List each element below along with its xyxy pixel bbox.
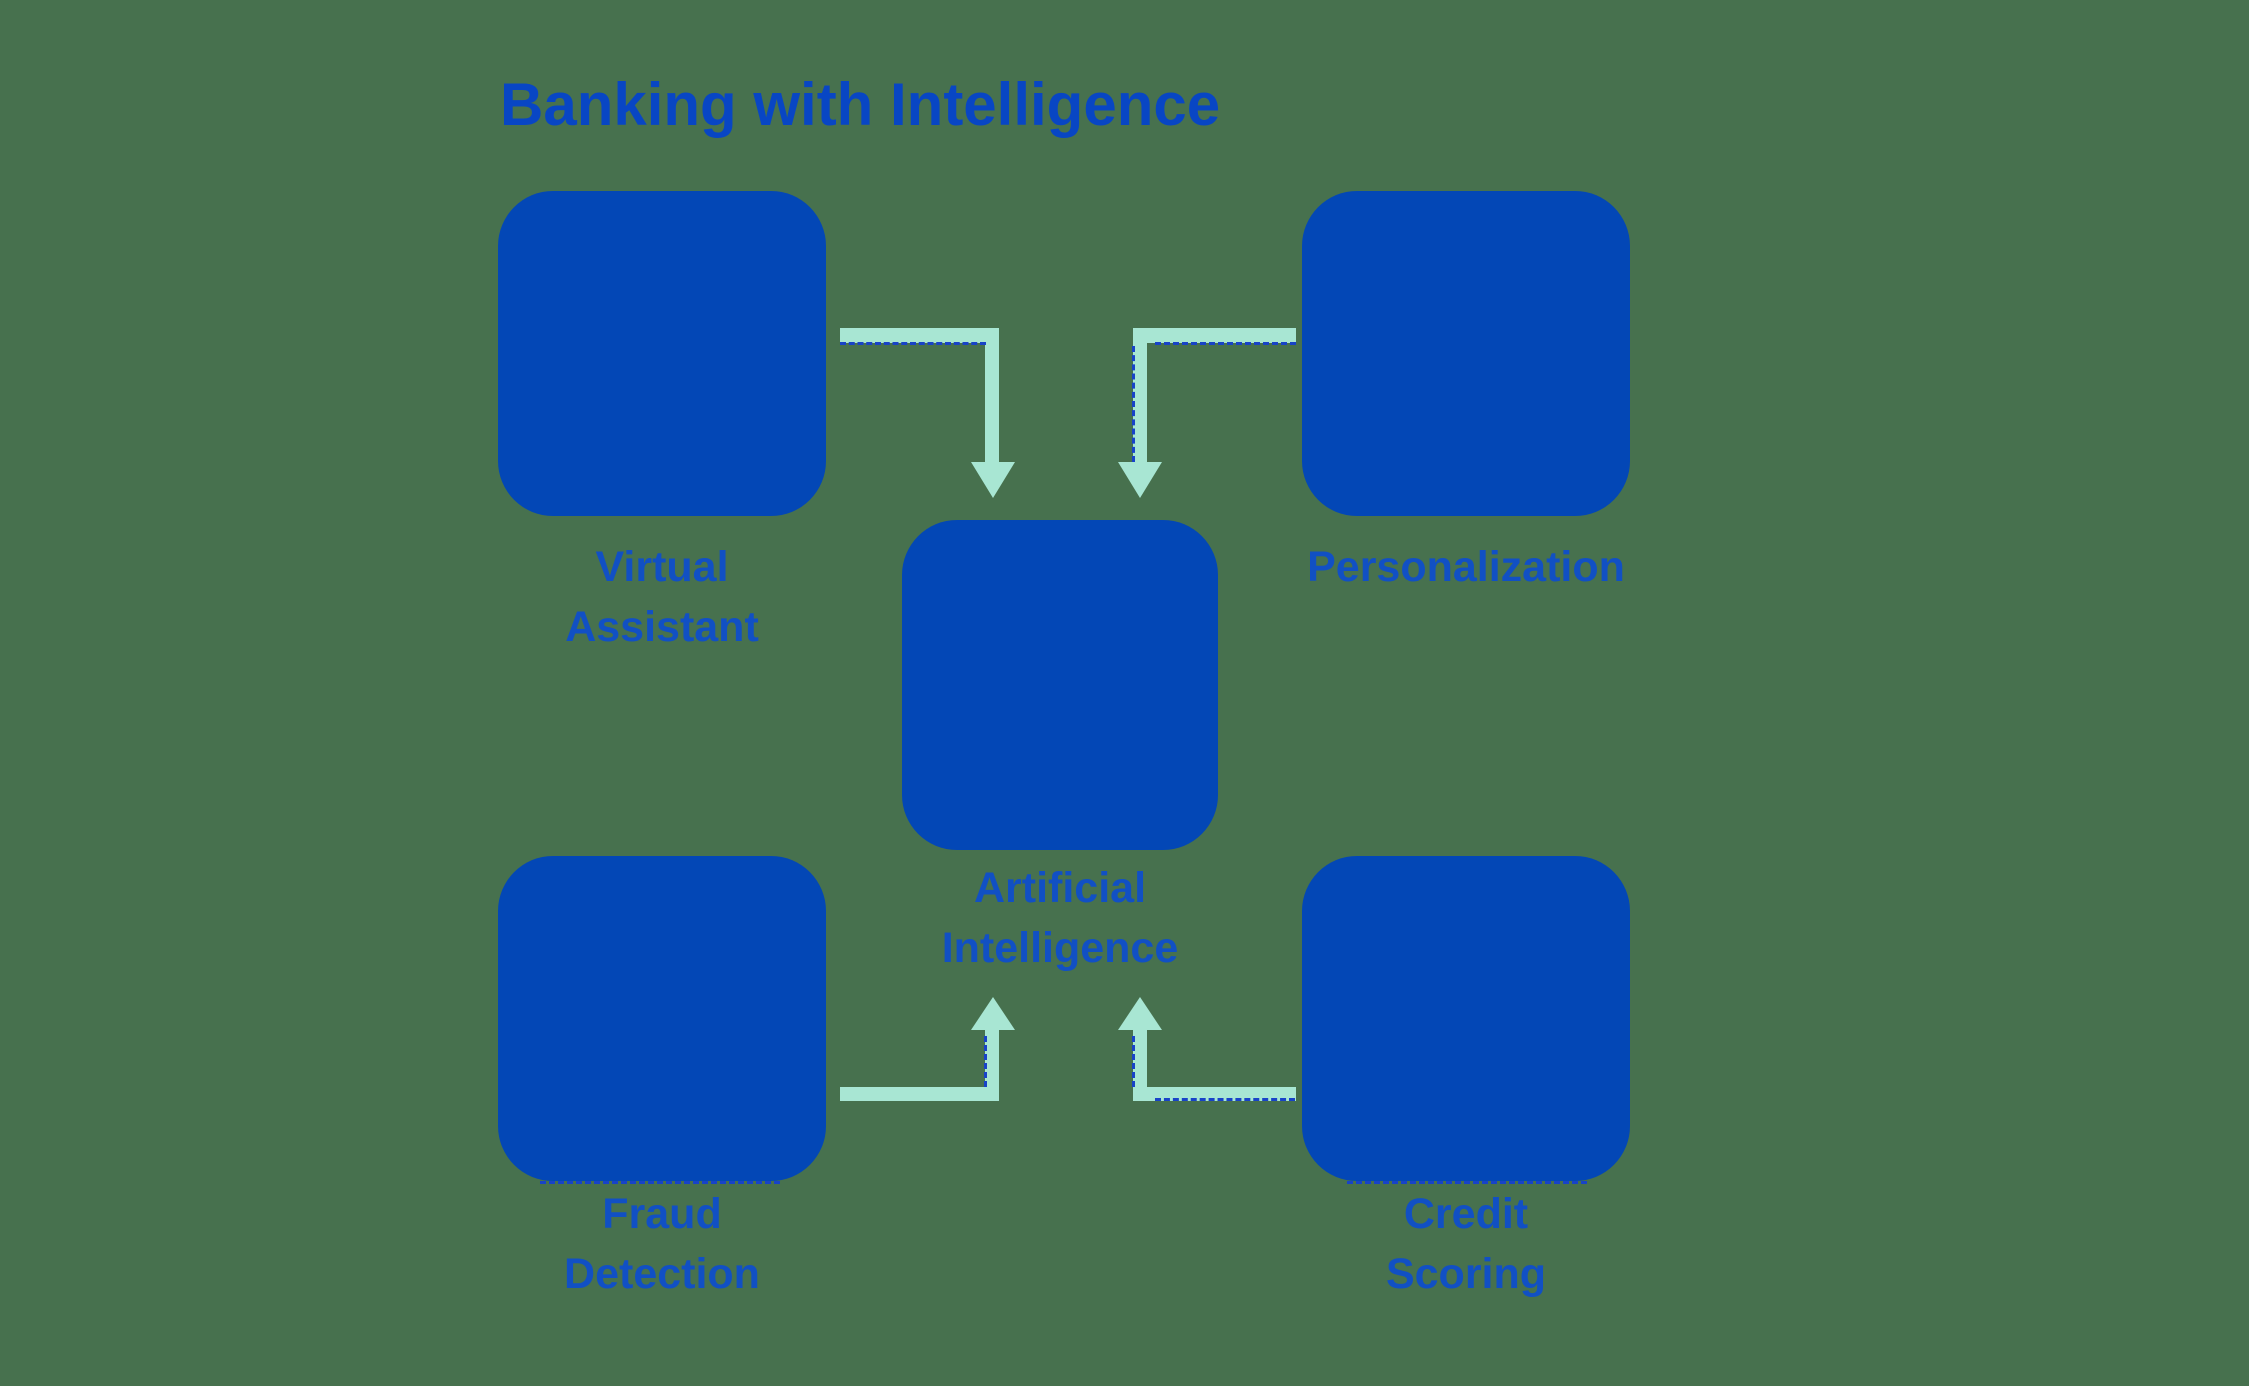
label-credit-scoring: Credit Scoring	[1385, 1190, 1547, 1298]
arrow-horizontal-segment	[840, 1087, 999, 1101]
dashed-underline-credit-scoring	[1347, 1181, 1587, 1184]
arrow-horizontal-segment	[1133, 328, 1296, 343]
node-artificial-intelligence	[902, 520, 1218, 850]
node-credit-scoring	[1302, 856, 1630, 1181]
arrow-horizontal-segment	[1133, 1087, 1296, 1101]
arrow-vertical-segment	[985, 328, 999, 462]
dashed-accent-line	[1155, 1098, 1295, 1101]
up-arrowhead	[971, 997, 1015, 1030]
dashed-accent-line	[840, 342, 986, 345]
up-arrowhead	[1118, 997, 1162, 1030]
node-virtual-assistant	[498, 191, 826, 516]
dashed-accent-line	[1132, 1036, 1135, 1087]
dashed-accent-line	[1132, 346, 1135, 462]
label-artificial-intelligence: Artificial Intelligence	[941, 864, 1179, 972]
diagram-title: Banking with Intelligence	[500, 71, 1221, 138]
dashed-underline-fraud-detection	[540, 1181, 780, 1184]
dashed-accent-line	[1155, 342, 1296, 345]
arrow-vertical-segment	[1133, 328, 1147, 462]
arrow-horizontal-segment	[840, 328, 999, 343]
node-personalization	[1302, 191, 1630, 516]
arrow-vertical-segment	[985, 1030, 999, 1087]
down-arrowhead	[971, 462, 1015, 498]
node-fraud-detection	[498, 856, 826, 1181]
down-arrowhead	[1118, 462, 1162, 498]
dashed-accent-line	[984, 1036, 987, 1087]
arrow-vertical-segment	[1133, 1030, 1147, 1087]
label-fraud-detection: Fraud Detection	[564, 1190, 760, 1298]
label-virtual-assistant: Virtual Assistant	[565, 543, 759, 651]
label-personalization: Personalization	[1307, 543, 1625, 591]
